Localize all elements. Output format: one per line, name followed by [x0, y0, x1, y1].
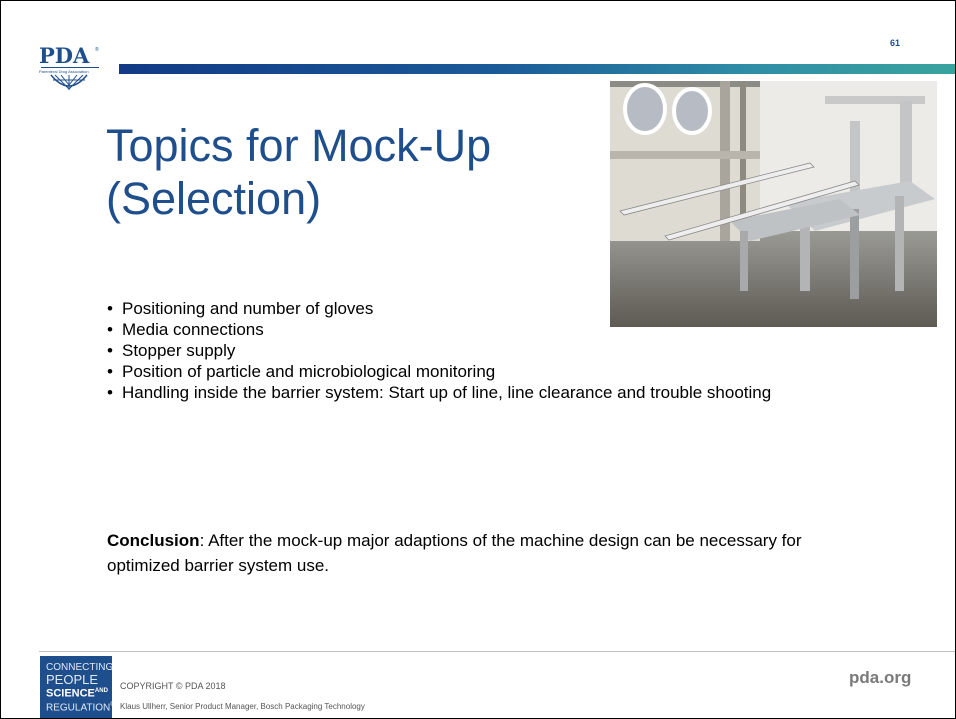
title-line-1: Topics for Mock-Up [106, 120, 492, 171]
bullet-text: Media connections [122, 320, 264, 339]
badge-line-connecting: CONNECTING [46, 662, 112, 673]
bullet-text: Positioning and number of gloves [122, 299, 374, 318]
bullet-glyph: • [107, 341, 113, 360]
copyright-text: COPYRIGHT © PDA 2018 [120, 681, 226, 691]
logo-registered-mark: ® [95, 47, 99, 53]
list-item: • Stopper supply [107, 340, 867, 361]
list-item: • Handling inside the barrier system: Sta… [107, 382, 867, 403]
bullet-list: • Positioning and number of gloves • Media… [107, 298, 867, 403]
conclusion-label: Conclusion [107, 531, 200, 550]
bullet-text: Stopper supply [122, 341, 236, 360]
pda-logo: PDA ® Parenteral Drug Association [39, 43, 103, 95]
bullet-text: Handling inside the barrier system: Star… [122, 383, 772, 402]
conclusion-text: : After the mock-up major adaptions of t… [107, 531, 802, 575]
mockup-photo [610, 81, 937, 327]
list-item: • Media connections [107, 319, 867, 340]
globe-icon [50, 74, 88, 90]
bullet-glyph: • [107, 383, 113, 402]
logo-text: PDA [39, 43, 90, 68]
header-gradient-bar [119, 64, 955, 74]
bullet-glyph: • [107, 362, 113, 381]
slide-title: Topics for Mock-Up (Selection) [106, 119, 606, 225]
website-link[interactable]: pda.org [849, 668, 912, 687]
badge-line-regulation: REGULATION® [46, 701, 112, 713]
bullet-text: Position of particle and microbiological… [122, 362, 496, 381]
connecting-people-badge: CONNECTING PEOPLE SCIENCEAND REGULATION® [40, 656, 112, 718]
conclusion-paragraph: Conclusion: After the mock-up major adap… [107, 528, 867, 578]
badge-line-science: SCIENCEAND [46, 687, 108, 700]
list-item: • Position of particle and microbiologica… [107, 361, 867, 382]
page-number: 61 [890, 38, 901, 48]
footer-divider [39, 651, 955, 652]
list-item: • Positioning and number of gloves [107, 298, 867, 319]
logo-subtitle: Parenteral Drug Association [39, 69, 89, 74]
logo-rule [41, 67, 99, 68]
bullet-glyph: • [107, 320, 113, 339]
title-line-2: (Selection) [106, 173, 322, 224]
presenter-text: Klaus Ullherr, Senior Product Manager, B… [120, 702, 365, 711]
badge-line-people: PEOPLE [46, 672, 99, 687]
bullet-glyph: • [107, 299, 113, 318]
